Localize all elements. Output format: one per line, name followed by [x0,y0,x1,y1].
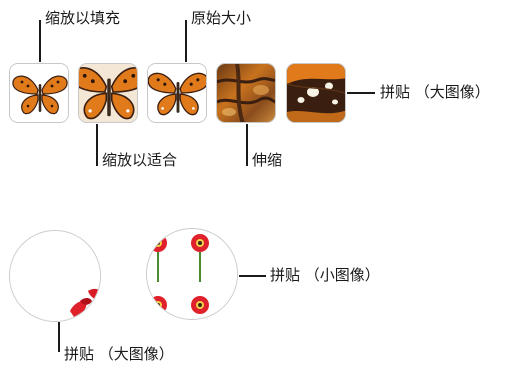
fit-label: 缩放以适合 [102,151,178,169]
original-leader-line [185,20,187,62]
tile-large-top-leader-line [347,92,375,94]
tile-fill-preview[interactable] [78,63,138,123]
tile-large-top-label: 拼贴 （大图像） [380,83,490,101]
tile-fit-preview[interactable] [9,63,69,123]
butterfly-original-icon [148,64,206,122]
butterfly-large-icon [79,64,137,122]
gerbera-flower-pattern-icon [147,229,237,319]
tile-large-bottom-label: 拼贴 （大图像） [64,345,174,363]
butterfly-stretched-icon [217,64,275,122]
tile-small-label: 拼贴 （小图像） [270,266,380,284]
circle-tile-small-preview[interactable] [146,228,238,320]
tile-original-preview[interactable] [147,63,207,123]
circle-tile-large-preview[interactable] [9,230,101,322]
fill-leader-line [39,20,41,62]
fill-label: 缩放以填充 [45,9,121,27]
tile-small-leader-line [239,275,266,277]
fit-leader-line [96,124,98,166]
original-label: 原始大小 [191,9,252,27]
tile-stretch-preview[interactable] [216,63,276,123]
stretch-label: 伸缩 [252,151,283,169]
butterfly-wing-closeup-icon [287,64,345,122]
butterfly-small-icon [10,64,68,122]
tile-tile-large-preview[interactable] [286,63,346,123]
stretch-leader-line [246,124,248,166]
gerbera-petal-fragment-icon [10,231,100,321]
tile-large-bottom-leader-line [58,322,60,352]
